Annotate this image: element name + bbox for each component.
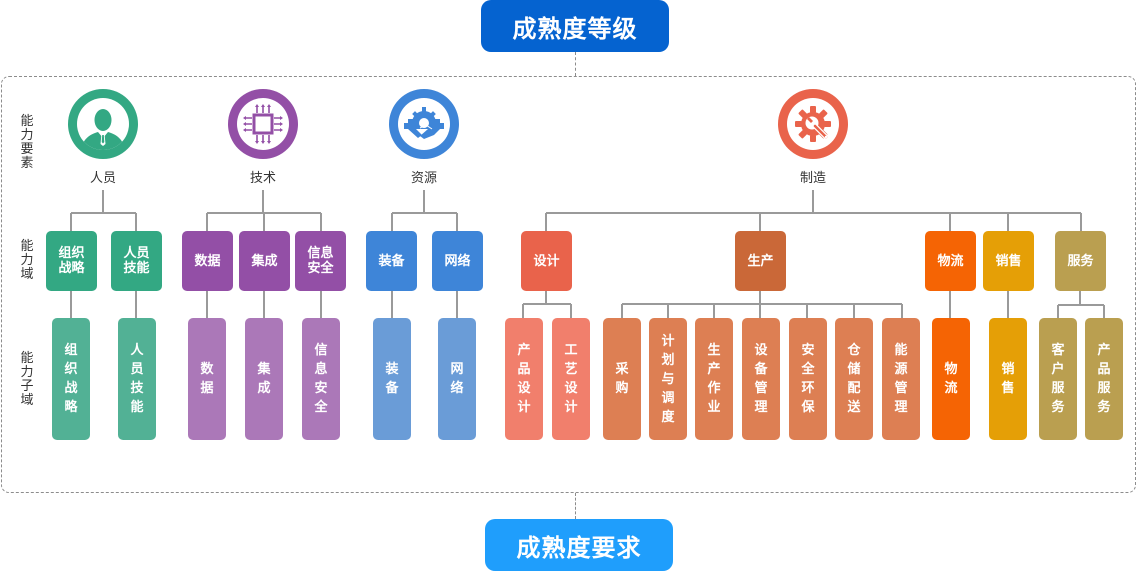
subdomain-label: 采购 bbox=[615, 362, 629, 396]
element-technology-icon-circle bbox=[228, 89, 298, 159]
row-label-elements: 能力要素 bbox=[20, 114, 34, 171]
subdomain-warehousing-distribution: 仓储配送 bbox=[835, 318, 873, 440]
domain-sales: 销售 bbox=[983, 231, 1034, 291]
domain-equipment: 装备 bbox=[366, 231, 417, 291]
domain-info-security: 信息安全 bbox=[295, 231, 346, 291]
row-label-subdomains: 能力子域 bbox=[20, 351, 34, 408]
domain-network: 网络 bbox=[432, 231, 483, 291]
subdomain-integration: 集成 bbox=[245, 318, 283, 440]
domain-data: 数据 bbox=[182, 231, 233, 291]
maturity-level-badge: 成熟度等级 bbox=[481, 0, 669, 52]
subdomain-label: 人员技能 bbox=[130, 343, 144, 415]
subdomain-procurement: 采购 bbox=[603, 318, 641, 440]
subdomain-label: 装备 bbox=[385, 362, 399, 396]
subdomain-network: 网络 bbox=[438, 318, 476, 440]
subdomain-label: 设备管理 bbox=[754, 343, 768, 415]
subdomain-label: 数据 bbox=[200, 362, 214, 396]
domain-label: 服务 bbox=[1067, 253, 1094, 269]
subdomain-label: 产品设计 bbox=[517, 343, 531, 415]
domain-service: 服务 bbox=[1055, 231, 1106, 291]
element-manufacturing-icon-circle bbox=[778, 89, 848, 159]
domain-org-strategy: 组织战略 bbox=[46, 231, 97, 291]
subdomain-process-design: 工艺设计 bbox=[552, 318, 590, 440]
subdomain-org-strategy: 组织战略 bbox=[52, 318, 90, 440]
capability-framework-container bbox=[1, 76, 1136, 493]
subdomain-label: 生产作业 bbox=[707, 343, 721, 415]
subdomain-production-operations: 生产作业 bbox=[695, 318, 733, 440]
domain-logistics: 物流 bbox=[925, 231, 976, 291]
subdomain-label: 物流 bbox=[944, 362, 958, 396]
subdomain-label: 安全环保 bbox=[801, 343, 815, 415]
domain-label: 人员技能 bbox=[123, 246, 150, 276]
subdomain-label: 集成 bbox=[257, 362, 271, 396]
subdomain-info-security: 信息安全 bbox=[302, 318, 340, 440]
domain-production: 生产 bbox=[735, 231, 786, 291]
domain-label: 设计 bbox=[533, 253, 560, 269]
domain-label: 物流 bbox=[937, 253, 964, 269]
maturity-requirement-badge: 成熟度要求 bbox=[485, 519, 673, 571]
subdomain-label: 信息安全 bbox=[314, 343, 328, 415]
domain-label: 集成 bbox=[251, 253, 278, 269]
element-resources-label: 资源 bbox=[410, 171, 437, 186]
connector-design bbox=[522, 291, 572, 318]
domain-label: 网络 bbox=[444, 253, 471, 269]
subdomain-label: 产品服务 bbox=[1097, 343, 1111, 415]
domain-label: 生产 bbox=[747, 253, 774, 269]
gear-wrench-icon bbox=[795, 106, 831, 142]
domain-label: 信息安全 bbox=[307, 246, 334, 276]
element-technology-label: 技术 bbox=[249, 171, 276, 186]
connector-technology bbox=[206, 190, 322, 318]
maturity-level-title: 成熟度等级 bbox=[512, 14, 638, 43]
maturity-requirement-title: 成熟度要求 bbox=[516, 533, 642, 562]
subdomain-sales: 销售 bbox=[989, 318, 1027, 440]
subdomain-planning-scheduling: 计划与调度 bbox=[649, 318, 687, 440]
element-people-icon-circle bbox=[68, 89, 138, 159]
subdomain-label: 组织战略 bbox=[64, 343, 78, 415]
subdomain-label: 客户服务 bbox=[1051, 343, 1065, 415]
domain-design: 设计 bbox=[521, 231, 572, 291]
handshake-gear-icon bbox=[404, 107, 444, 139]
bottom-connector bbox=[575, 493, 576, 519]
subdomain-label: 仓储配送 bbox=[847, 343, 861, 415]
domain-label: 组织战略 bbox=[58, 246, 85, 276]
subdomain-label: 计划与调度 bbox=[661, 333, 675, 425]
person-icon bbox=[81, 109, 125, 150]
top-connector bbox=[575, 52, 576, 76]
subdomain-data: 数据 bbox=[188, 318, 226, 440]
element-resources-icon-circle bbox=[389, 89, 459, 159]
subdomain-equipment: 装备 bbox=[373, 318, 411, 440]
row-label-domains: 能力域 bbox=[20, 239, 34, 282]
domain-personnel-skills: 人员技能 bbox=[111, 231, 162, 291]
subdomain-energy-management: 能源管理 bbox=[882, 318, 920, 440]
connector-service bbox=[1057, 291, 1105, 318]
subdomain-product-service: 产品服务 bbox=[1085, 318, 1123, 440]
connector-production bbox=[621, 291, 903, 318]
subdomain-logistics: 物流 bbox=[932, 318, 970, 440]
subdomain-product-design: 产品设计 bbox=[505, 318, 543, 440]
subdomain-label: 销售 bbox=[1001, 362, 1015, 396]
element-people-label: 人员 bbox=[89, 171, 116, 186]
connector-people bbox=[70, 190, 137, 318]
domain-integration: 集成 bbox=[239, 231, 290, 291]
domain-label: 销售 bbox=[995, 253, 1022, 269]
subdomain-equipment-management: 设备管理 bbox=[742, 318, 780, 440]
domain-label: 数据 bbox=[194, 253, 221, 269]
subdomain-personnel-skills: 人员技能 bbox=[118, 318, 156, 440]
connector-resources bbox=[391, 190, 458, 318]
chip-icon bbox=[243, 104, 283, 144]
domain-label: 装备 bbox=[378, 253, 405, 269]
element-manufacturing-label: 制造 bbox=[799, 171, 826, 186]
subdomain-label: 能源管理 bbox=[894, 343, 908, 415]
subdomain-label: 工艺设计 bbox=[564, 343, 578, 415]
connector-manufacturing bbox=[545, 190, 1082, 231]
subdomain-label: 网络 bbox=[450, 362, 464, 396]
subdomain-customer-service: 客户服务 bbox=[1039, 318, 1077, 440]
subdomain-safety-environment: 安全环保 bbox=[789, 318, 827, 440]
